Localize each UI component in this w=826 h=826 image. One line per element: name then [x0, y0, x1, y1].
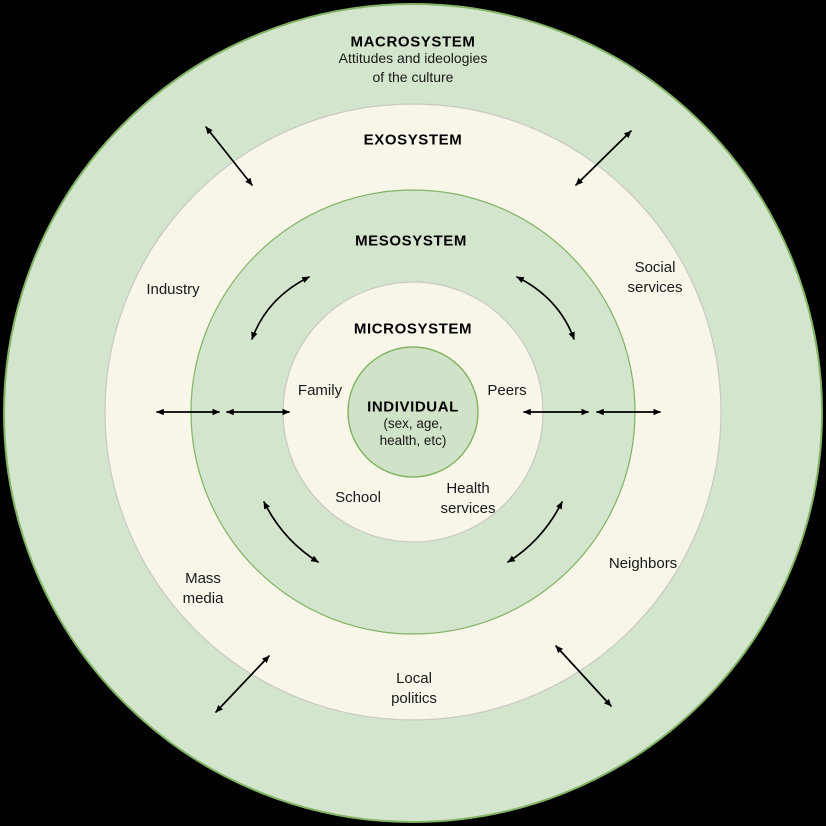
- curved-arrow-meso-top-right-icon: [516, 276, 575, 340]
- macrosystem-subtitle: Attitudes and ideologies of the culture: [338, 50, 488, 85]
- microsystem-title: MICROSYSTEM: [353, 320, 473, 338]
- curved-arrow-meso-bottom-right-icon: [507, 501, 563, 563]
- mesosystem-title: MESOSYSTEM: [355, 232, 467, 250]
- bidirectional-arrow-bottom-left-icon: [215, 655, 270, 713]
- bidirectional-arrow-bottom-right-icon: [555, 645, 612, 707]
- individual-subtitle: (sex, age, health, etc): [379, 416, 447, 448]
- curved-arrow-meso-top-left-icon: [251, 276, 310, 340]
- macrosystem-title: MACROSYSTEM: [350, 33, 476, 51]
- label-social-services: Social services: [627, 259, 683, 296]
- label-health-services: Health services: [440, 480, 496, 517]
- individual-title: INDIVIDUAL: [367, 398, 459, 416]
- individual-circle: [347, 346, 479, 478]
- label-school: School: [335, 489, 381, 506]
- bidirectional-arrow-top-left-icon: [205, 126, 253, 186]
- curved-arrow-meso-bottom-left-icon: [263, 501, 319, 563]
- label-family: Family: [297, 382, 343, 399]
- label-local-politics: Local politics: [391, 670, 437, 707]
- label-peers: Peers: [487, 382, 527, 399]
- label-neighbors: Neighbors: [608, 555, 678, 572]
- bidirectional-arrow-top-right-icon: [575, 130, 632, 186]
- label-industry: Industry: [146, 281, 200, 298]
- label-mass-media: Mass media: [182, 570, 224, 607]
- arrow-layer: [156, 126, 661, 713]
- exosystem-title: EXOSYSTEM: [363, 131, 463, 149]
